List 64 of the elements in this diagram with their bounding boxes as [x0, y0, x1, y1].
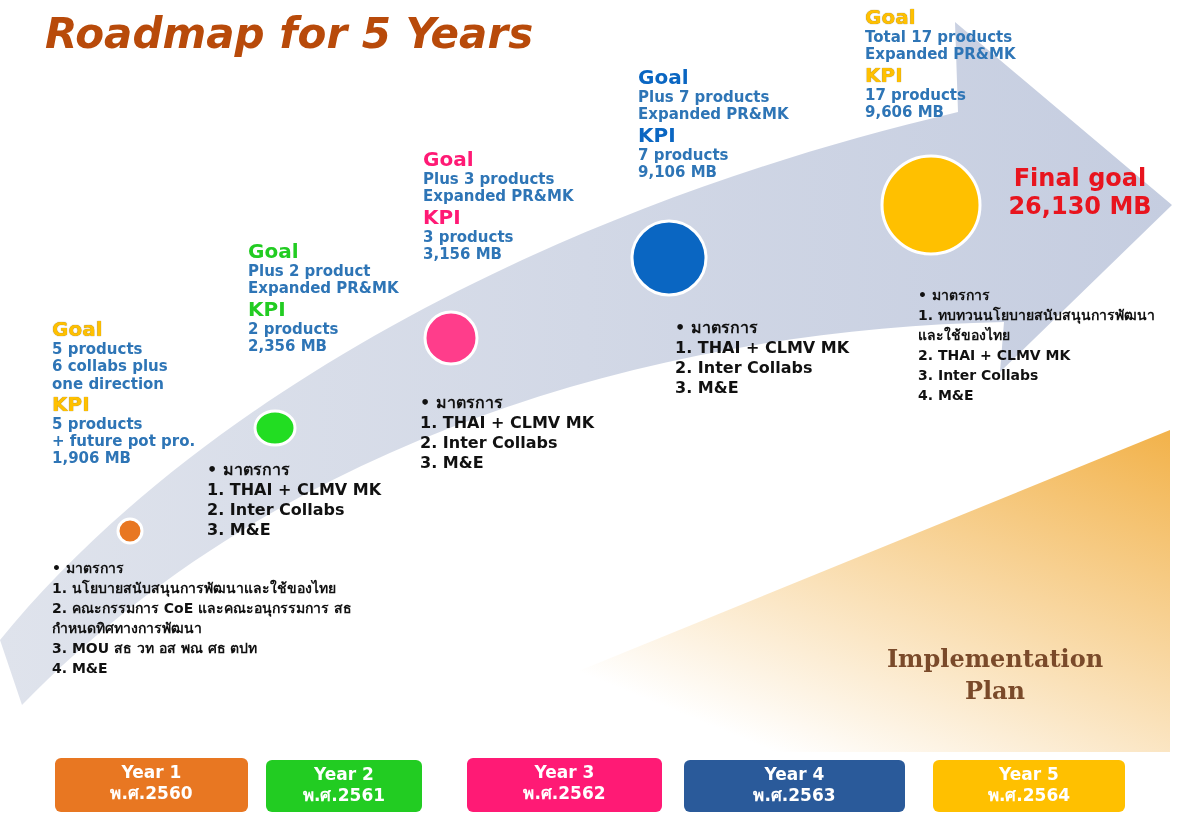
measure-item: 3. M&E: [420, 453, 484, 473]
section-heading: KPI: [638, 123, 676, 147]
measure-item: 1. THAI + CLMV MK: [675, 338, 850, 358]
measure-item: 4. M&E: [918, 386, 975, 405]
info-text: 1,906 MB: [52, 450, 132, 468]
section-heading: KPI: [52, 392, 90, 416]
measure-item: 2. Inter Collabs: [207, 500, 345, 520]
info-text: Plus 2 product: [248, 263, 371, 281]
info-text: 2 products: [248, 320, 339, 338]
section-heading: Goal: [865, 6, 916, 29]
section-heading: KPI: [423, 205, 461, 229]
measure-item: • มาตรการ: [918, 286, 991, 305]
info-text: 9,106 MB: [638, 163, 718, 181]
stage-caption: Implementation Plan: [885, 643, 1105, 707]
info-text: + future pot pro.: [52, 433, 196, 451]
info-text: 3,156 MB: [423, 245, 503, 263]
section-heading: Goal: [638, 66, 689, 89]
measure-item: 1. นโยบายสนับสนุนการพัฒนาและใช้ของไทย: [52, 578, 337, 598]
info-text: Plus 7 products: [638, 89, 770, 107]
measure-item: 2. คณะกรรมการ CoE และคณะอนุกรรมการ สธ กำหนดทิศทางการพัฒนา: [52, 599, 353, 638]
measure-item: 2. Inter Collabs: [420, 433, 558, 453]
info-text: Total 17 products: [865, 29, 1013, 47]
section-heading: KPI: [248, 297, 286, 321]
title: Roadmap for 5 Years: [45, 10, 534, 59]
measure-item: • มาตรการ: [420, 393, 503, 413]
section-heading: Goal: [248, 240, 299, 263]
section-heading: Goal: [423, 148, 474, 171]
info-text: 3 products: [423, 228, 514, 246]
measure-item: 1. THAI + CLMV MK: [207, 480, 382, 500]
info-text: 9,606 MB: [865, 103, 945, 121]
measure-item: 2. Inter Collabs: [675, 358, 813, 378]
info-text: Expanded PR&MK: [638, 106, 789, 124]
section-heading: KPI: [865, 63, 903, 87]
measure-item: 3. M&E: [675, 378, 739, 398]
measure-item: 3. Inter Collabs: [918, 366, 1040, 385]
measure-item: 1. ทบทวนนโยบายสนับสนุนการพัฒนา และใช้ของไทย: [918, 305, 1156, 345]
info-text: Plus 3 products: [423, 171, 555, 189]
milestone-dot: [629, 218, 709, 298]
info-text: Expanded PR&MK: [423, 188, 574, 206]
measure-item: 4. M&E: [52, 659, 109, 678]
milestone-dot: [422, 309, 480, 367]
measure-item: 1. THAI + CLMV MK: [420, 413, 595, 433]
year-box: Year 5 พ.ศ.2564: [933, 760, 1125, 812]
info-text: 5 products: [52, 415, 143, 433]
final-goal-text: 26,130 MB: [1008, 192, 1152, 221]
section-heading: Goal: [52, 318, 103, 341]
year-box: Year 2 พ.ศ.2561: [266, 760, 422, 812]
info-text: Expanded PR&MK: [865, 46, 1016, 64]
info-text: 6 collabs plus one direction: [52, 358, 169, 393]
milestone-dot: [879, 153, 983, 257]
measure-item: • มาตรการ: [52, 559, 125, 578]
measure-item: • มาตรการ: [207, 460, 290, 480]
final-goal-text: Final goal: [1013, 165, 1147, 193]
year-box: Year 4 พ.ศ.2563: [684, 760, 905, 812]
measure-item: 3. M&E: [207, 520, 271, 540]
year-box: Year 3 พ.ศ.2562: [467, 758, 662, 812]
measure-item: • มาตรการ: [675, 318, 758, 338]
milestone-dot: [252, 408, 298, 448]
info-text: 2,356 MB: [248, 337, 328, 355]
year-box: Year 1 พ.ศ.2560: [55, 758, 248, 812]
info-text: 5 products: [52, 341, 143, 359]
measure-item: 3. MOU สธ วท อส พณ ศธ ตปท: [52, 639, 259, 658]
measure-item: 2. THAI + CLMV MK: [918, 346, 1072, 365]
milestone-dot: [115, 516, 145, 546]
